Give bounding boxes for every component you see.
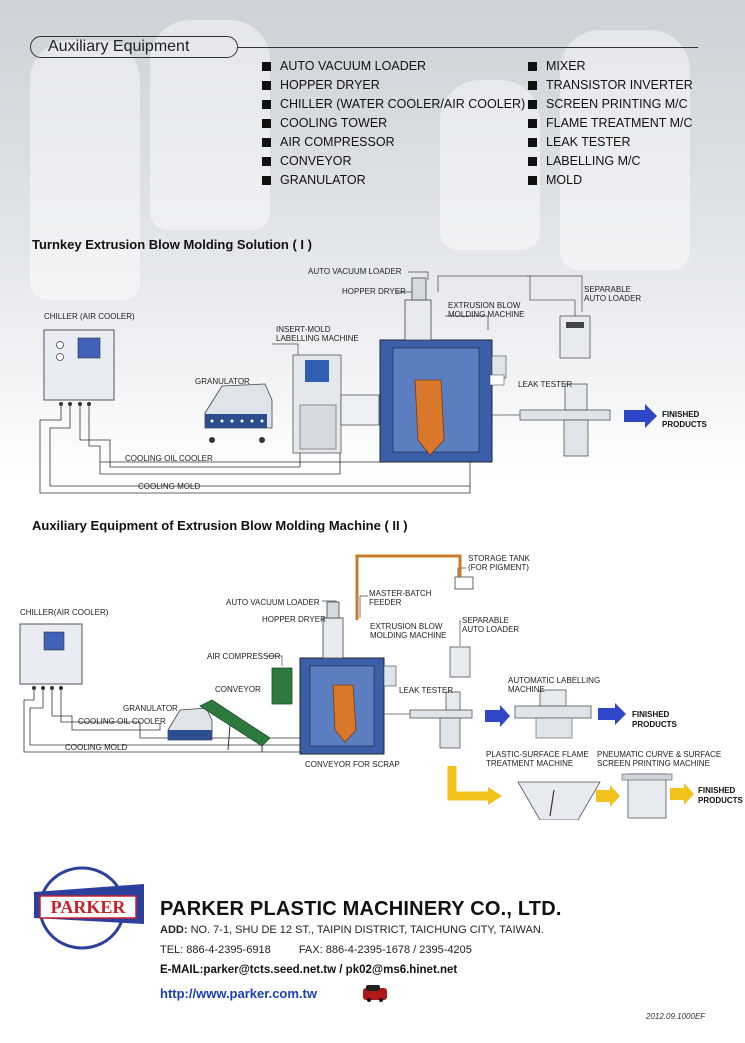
label-granulator: GRANULATOR <box>195 377 250 386</box>
list-item: CHILLER (WATER COOLER/AIR COOLER) <box>262 95 525 114</box>
list-item: MIXER <box>528 57 693 76</box>
list-item: COOLING TOWER <box>262 114 525 133</box>
company-address: ADD: NO. 7-1, SHU DE 12 ST., TAIPIN DIST… <box>160 924 544 936</box>
page-title: Auxiliary Equipment <box>48 38 190 55</box>
air-compressor <box>271 667 293 705</box>
phone-number: TEL: 886-4-2395-6918 <box>160 944 271 956</box>
address-label: ADD: <box>160 924 188 936</box>
label-finished-products: FINISHED PRODUCTS <box>662 410 707 429</box>
process-arrow <box>485 705 510 727</box>
label-insert-mold: INSERT-MOLD LABELLING MACHINE <box>276 325 359 343</box>
background-bottle <box>30 40 140 300</box>
extrusion-blow-molding-machine <box>379 277 507 463</box>
list-item: AIR COMPRESSOR <box>262 133 525 152</box>
label-chiller: CHILLER (AIR COOLER) <box>44 312 135 321</box>
header-pill <box>30 36 238 58</box>
header-rule <box>238 47 698 48</box>
label-conveyor: CONVEYOR <box>215 685 261 694</box>
finished-arrow-2 <box>598 703 626 725</box>
process-arrow-yellow <box>447 766 490 801</box>
label-auto-vacuum-loader: AUTO VACUUM LOADER <box>226 598 320 607</box>
diagram-section2 <box>19 554 694 820</box>
equipment-list-right: MIXER TRANSISTOR INVERTER SCREEN PRINTIN… <box>528 57 693 190</box>
car-icon <box>363 985 387 1002</box>
label-granulator: GRANULATOR <box>123 704 178 713</box>
diagram-section1 <box>39 271 657 494</box>
list-item: LEAK TESTER <box>528 133 693 152</box>
granulator <box>204 383 273 443</box>
label-separable-auto-loader: SEPARABLE AUTO LOADER <box>462 616 520 634</box>
leak-tester-conveyor <box>384 691 473 749</box>
label-screen-printing: PNEUMATIC CURVE & SURFACE SCREEN PRINTIN… <box>597 750 722 768</box>
label-hopper-dryer: HOPPER DRYER <box>342 287 406 296</box>
company-website-link[interactable]: http://www.parker.com.tw <box>160 986 317 1001</box>
finished-arrow-3 <box>670 783 694 805</box>
conveyor <box>199 699 271 752</box>
label-storage-tank: STORAGE TANK (FOR PIGMENT) <box>468 554 530 572</box>
label-conveyor-for-scrap: CONVEYOR FOR SCRAP <box>305 760 400 769</box>
label-cooling-oil-cooler: COOLING OIL COOLER <box>125 454 213 463</box>
extrusion-blow-molding-machine <box>299 601 397 755</box>
list-item: MOLD <box>528 171 693 190</box>
list-item: SCREEN PRINTING M/C <box>528 95 693 114</box>
list-item: GRANULATOR <box>262 171 525 190</box>
label-automatic-labelling: AUTOMATIC LABELLING MACHINE <box>508 676 601 694</box>
label-extrusion-blow-molding: EXTRUSION BLOW MOLDING MACHINE <box>370 622 447 640</box>
address-text: NO. 7-1, SHU DE 12 ST., TAIPIN DISTRICT,… <box>190 924 544 936</box>
list-item: LABELLING M/C <box>528 152 693 171</box>
list-item: CONVEYOR <box>262 152 525 171</box>
separable-auto-loader <box>449 646 471 678</box>
company-name: PARKER PLASTIC MACHINERY CO., LTD. <box>160 898 562 920</box>
label-hopper-dryer: HOPPER DRYER <box>262 615 326 624</box>
list-item: TRANSISTOR INVERTER <box>528 76 693 95</box>
finished-arrow-1 <box>624 404 657 428</box>
label-air-compressor: AIR COMPRESSOR <box>207 652 281 661</box>
label-separable-auto-loader: SEPARABLE AUTO LOADER <box>584 285 642 303</box>
storage-tank <box>355 554 474 620</box>
section1-title: Turnkey Extrusion Blow Molding Solution … <box>32 237 312 252</box>
flame-treatment-machine <box>517 781 601 820</box>
label-cooling-mold: COOLING MOLD <box>138 482 201 491</box>
label-master-batch-feeder: MASTER-BATCH FEEDER <box>369 589 432 607</box>
background-bottle <box>150 20 270 230</box>
company-email[interactable]: E-MAIL:parker@tcts.seed.net.tw / pk02@ms… <box>160 964 458 976</box>
label-finished-products: FINISHED PRODUCTS <box>698 786 743 805</box>
process-arrow-yellow <box>596 785 620 807</box>
granulator <box>167 707 213 741</box>
screen-printing-machine <box>621 773 673 819</box>
insert-mold-labelling-machine <box>292 354 380 454</box>
label-extrusion-blow-molding: EXTRUSION BLOW MOLDING MACHINE <box>448 301 525 319</box>
leak-tester-conveyor <box>492 383 611 457</box>
list-item: FLAME TREATMENT M/C <box>528 114 693 133</box>
label-chiller: CHILLER(AIR COOLER) <box>20 608 109 617</box>
label-cooling-oil-cooler: COOLING OIL COOLER <box>78 717 166 726</box>
background-bottle <box>560 30 690 270</box>
label-flame-treatment: PLASTIC-SURFACE FLAME TREATMENT MACHINE <box>486 750 589 768</box>
fax-number: FAX: 886-4-2395-1678 / 2395-4205 <box>298 944 472 956</box>
section2-title: Auxiliary Equipment of Extrusion Blow Mo… <box>32 518 408 533</box>
list-item: HOPPER DRYER <box>262 76 525 95</box>
equipment-list-left: AUTO VACUUM LOADER HOPPER DRYER CHILLER … <box>262 57 525 190</box>
label-finished-products: FINISHED PRODUCTS <box>632 710 677 729</box>
label-leak-tester: LEAK TESTER <box>399 686 454 695</box>
label-cooling-mold: COOLING MOLD <box>65 743 128 752</box>
document-code: 2012.09.1000EF <box>646 1012 706 1021</box>
label-leak-tester: LEAK TESTER <box>518 380 573 389</box>
background-bottle <box>440 80 540 250</box>
chiller-unit <box>43 329 115 406</box>
parker-logo: PARKER <box>34 866 144 950</box>
chiller-unit <box>19 623 83 690</box>
automatic-labelling-machine <box>514 689 592 739</box>
list-item: AUTO VACUUM LOADER <box>262 57 525 76</box>
logo-text: PARKER <box>51 897 127 917</box>
company-phone-fax: TEL: 886-4-2395-6918 FAX: 886-4-2395-167… <box>160 944 472 956</box>
separable-auto-loader <box>437 275 591 359</box>
label-auto-vacuum-loader: AUTO VACUUM LOADER <box>308 267 402 276</box>
